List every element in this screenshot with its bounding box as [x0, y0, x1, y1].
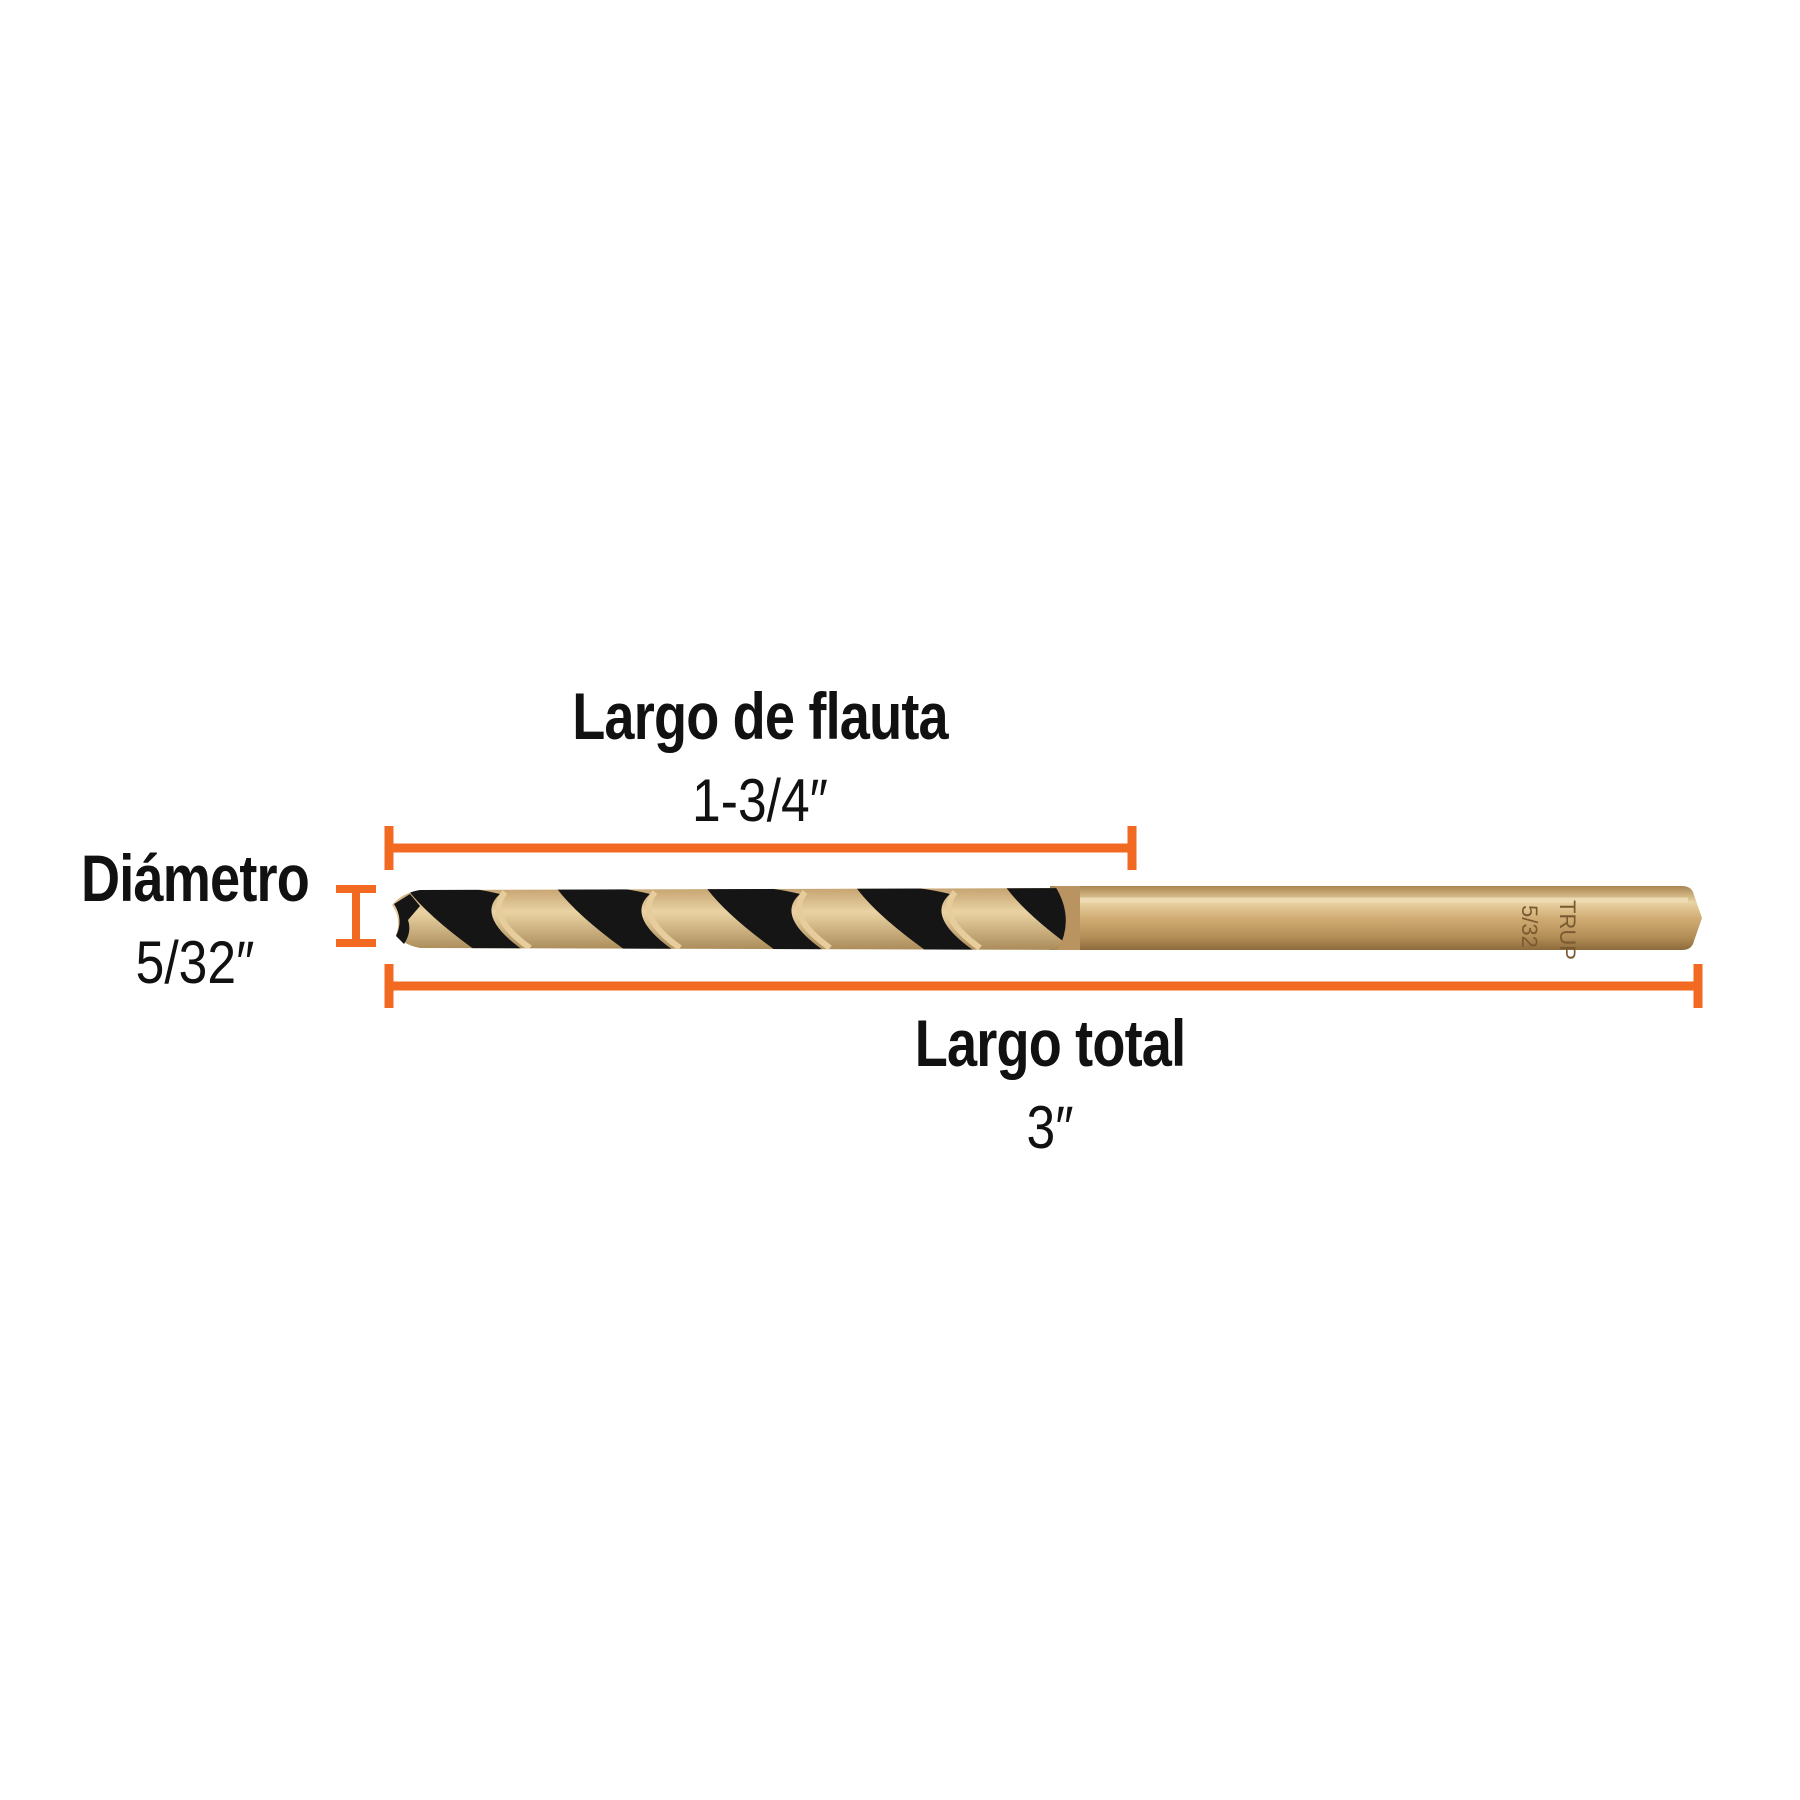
- flute-highlight: [645, 890, 682, 950]
- shank-marking-brand: TRUP: [1555, 900, 1580, 960]
- total-length-title: Largo total: [914, 1006, 1186, 1080]
- drill-flutes: [392, 886, 1080, 950]
- flute-groove: [1005, 888, 1080, 950]
- total-length-value: 3″: [1026, 1094, 1074, 1161]
- flute-groove: [705, 888, 823, 950]
- flute-length-label: Largo de flauta 1-3/4″: [455, 683, 1065, 831]
- flute-groove: [855, 888, 973, 950]
- flute-highlight: [495, 890, 532, 950]
- flute-length-title: Largo de flauta: [572, 679, 948, 753]
- flute-length-dimension: [384, 826, 1137, 870]
- flute-highlight: [795, 890, 832, 950]
- drill-shank: TRUP 5/32: [1050, 886, 1702, 960]
- diameter-dimension: [336, 885, 376, 947]
- total-length-label: Largo total 3″: [755, 1010, 1345, 1158]
- shank-marking-size: 5/32: [1517, 905, 1542, 948]
- flute-groove: [405, 888, 523, 950]
- diameter-label: Diámetro 5/32″: [30, 845, 360, 993]
- flute-length-value: 1-3/4″: [692, 767, 828, 834]
- drill-tip: [394, 894, 420, 944]
- diameter-title: Diámetro: [80, 841, 310, 915]
- total-length-dimension: [384, 964, 1703, 1008]
- flute-highlight: [945, 890, 982, 950]
- diameter-value: 5/32″: [135, 929, 255, 996]
- flute-groove: [555, 888, 673, 950]
